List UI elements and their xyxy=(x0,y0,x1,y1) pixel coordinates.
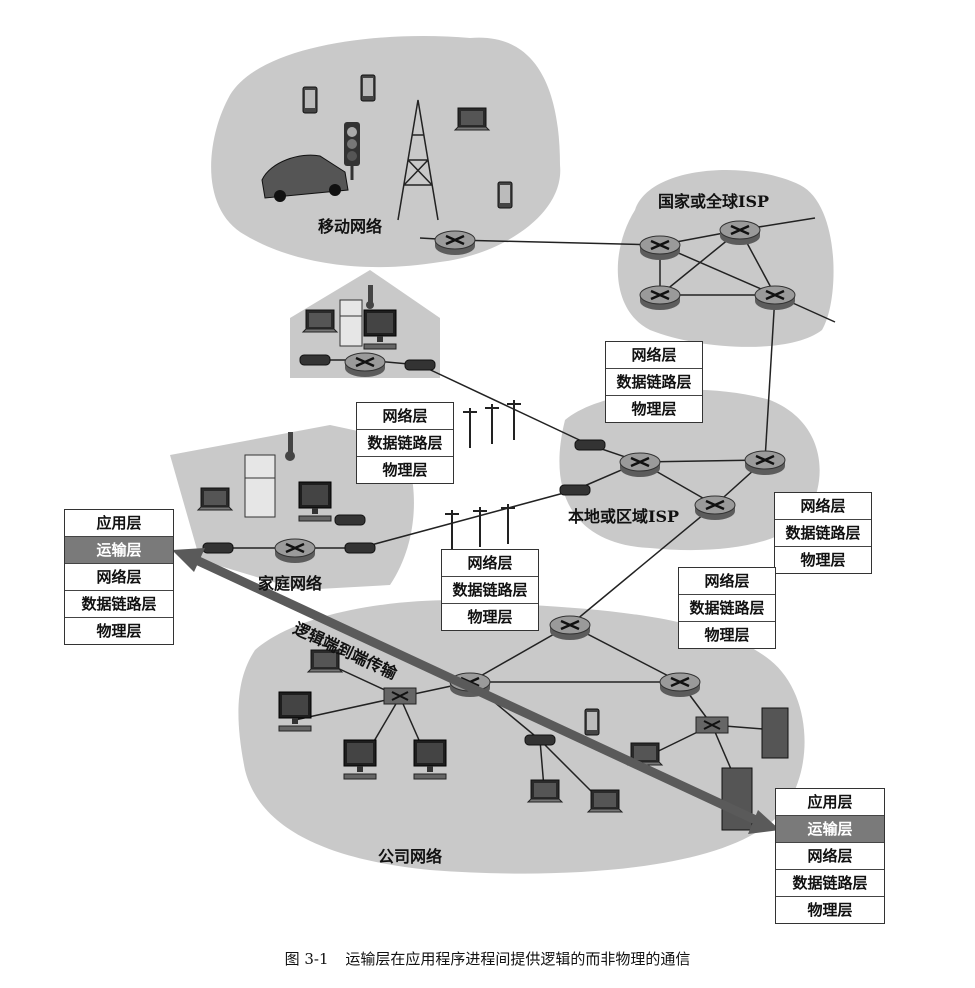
server-icon xyxy=(721,707,789,831)
enterprise-network-label: 公司网络 xyxy=(378,847,443,866)
stack-layer-application: 应用层 xyxy=(776,789,884,816)
global-isp-label: 国家或全球ISP xyxy=(658,192,770,211)
router-stack-local: 网络层 数据链路层 物理层 xyxy=(774,492,872,574)
stack-layer-network: 网络层 xyxy=(679,568,775,595)
stack-layer-network: 网络层 xyxy=(65,564,173,591)
stack-layer-physical: 物理层 xyxy=(382,461,428,479)
thermometer-icon xyxy=(285,285,374,461)
local-isp-label: 本地或区域ISP xyxy=(568,507,680,526)
mobile-network-label: 移动网络 xyxy=(318,217,383,236)
switch-icon xyxy=(383,687,729,734)
stack-layer-link: 数据链路层 xyxy=(65,591,173,618)
utility-pole-icon xyxy=(444,399,522,551)
router-stack-enterprise: 网络层 数据链路层 物理层 xyxy=(678,567,776,649)
stack-layer-application: 应用层 xyxy=(65,510,173,537)
stack-layer-physical: 物理层 xyxy=(631,400,677,418)
stack-layer-link: 数据链路层 xyxy=(775,520,871,547)
stack-layer-network: 网络层 xyxy=(775,493,871,520)
stack-layer-link: 数据链路层 xyxy=(776,870,884,897)
stack-layer-physical: 物理层 xyxy=(704,626,750,644)
router-stack-home: 网络层 数据链路层 物理层 xyxy=(356,402,454,484)
stack-layer-link: 数据链路层 xyxy=(442,577,538,604)
stack-layer-network: 网络层 xyxy=(357,403,453,430)
stack-layer-physical: 物理层 xyxy=(467,608,513,626)
figure-caption: 图 3-1 运输层在应用程序进程间提供逻辑的而非物理的通信 xyxy=(0,948,975,969)
local-isp-cloud xyxy=(559,389,820,551)
figure-number: 图 3-1 xyxy=(284,950,329,968)
stack-layer-network: 网络层 xyxy=(442,550,538,577)
stack-layer-link: 数据链路层 xyxy=(606,369,702,396)
mobile-network-cloud xyxy=(211,35,561,268)
figure-caption-text: 运输层在应用程序进程间提供逻辑的而非物理的通信 xyxy=(345,950,691,968)
stack-layer-network: 网络层 xyxy=(606,342,702,369)
fridge-icon xyxy=(244,299,363,518)
cell-tower-icon xyxy=(397,99,439,221)
stack-layer-network: 网络层 xyxy=(776,843,884,870)
protocol-stack-left: 应用层 运输层 网络层 数据链路层 物理层 xyxy=(64,509,174,645)
car-icon xyxy=(261,154,349,202)
stack-layer-transport: 运输层 xyxy=(776,816,884,843)
stack-layer-transport: 运输层 xyxy=(65,537,173,564)
router-stack-access: 网络层 数据链路层 物理层 xyxy=(441,549,539,631)
stack-layer-link: 数据链路层 xyxy=(357,430,453,457)
stack-layer-physical: 物理层 xyxy=(807,901,853,919)
stack-layer-link: 数据链路层 xyxy=(679,595,775,622)
traffic-light-icon xyxy=(344,122,360,180)
home-network-label: 家庭网络 xyxy=(258,574,323,593)
stack-layer-physical: 物理层 xyxy=(96,622,142,640)
logical-transfer-arrow xyxy=(172,548,780,834)
protocol-stack-right: 应用层 运输层 网络层 数据链路层 物理层 xyxy=(775,788,885,924)
stack-layer-physical: 物理层 xyxy=(800,551,846,569)
enterprise-network-cloud xyxy=(238,600,805,874)
router-stack-global: 网络层 数据链路层 物理层 xyxy=(605,341,703,423)
